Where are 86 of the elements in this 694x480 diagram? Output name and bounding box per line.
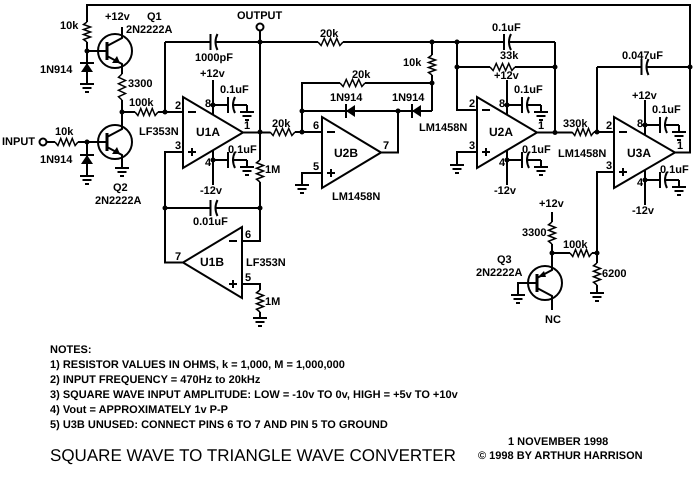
component-value: 3300 xyxy=(522,227,546,239)
component-label: Q1 xyxy=(147,11,162,23)
component-label: U2B xyxy=(334,146,358,160)
part-number: 1N914 xyxy=(392,92,424,104)
note-text: 5) U3B UNUSED: CONNECT PINS 6 TO 7 AND PIN 5 TO GROUND xyxy=(50,419,388,431)
pin-number: 4 xyxy=(205,157,212,169)
pin-number: 7 xyxy=(175,251,182,263)
component-value: 1M xyxy=(265,164,280,176)
pin-number: 7 xyxy=(383,140,390,152)
pin-number: 3 xyxy=(175,140,182,152)
component-value: 0.1uF xyxy=(514,84,543,96)
pin-number: 1 xyxy=(244,120,250,132)
component-label: U2A xyxy=(489,125,514,139)
pin-number: 4 xyxy=(637,177,644,189)
component-value: 1M xyxy=(265,296,280,308)
component-value: 100k xyxy=(563,239,588,251)
component-value: 100k xyxy=(129,97,154,109)
part-number: 2N2222A xyxy=(126,24,172,36)
part-number: LF353N xyxy=(139,126,179,138)
pin-number: 3 xyxy=(469,140,476,152)
component-label: U1B xyxy=(200,255,224,269)
part-number: LF353N xyxy=(246,257,286,269)
supply-label: -12v xyxy=(494,185,516,197)
supply-label: +12v xyxy=(200,68,225,80)
note-text: 1) RESISTOR VALUES IN OHMS, k = 1,000, M = 1,000,000 xyxy=(50,359,345,371)
pin-number: 8 xyxy=(205,98,212,110)
component-value: 1000pF xyxy=(195,52,233,64)
part-number: 2N2222A xyxy=(476,267,522,279)
component-value: 0.1uF xyxy=(660,164,689,176)
component-value: 10k xyxy=(55,126,74,138)
supply-label: +12v xyxy=(494,70,519,82)
component-value: 6200 xyxy=(602,268,626,280)
component-value: 20k xyxy=(352,69,370,81)
pin-number: 1 xyxy=(538,120,544,132)
part-number: LM1458N xyxy=(419,122,468,134)
pin-number: 6 xyxy=(245,229,252,241)
component-value: 0.1uF xyxy=(228,144,257,156)
part-number: 1N914 xyxy=(40,64,72,76)
component-value: 3300 xyxy=(128,78,152,90)
pin-number: 5 xyxy=(245,272,252,284)
pin-number: 2 xyxy=(469,98,476,110)
component-value: 0.1uF xyxy=(522,144,551,156)
component-value: 10k xyxy=(60,20,78,32)
note-text: 3) SQUARE WAVE INPUT AMPLITUDE: LOW = -10v TO 0v, HIGH = +5v TO +10v xyxy=(50,389,458,401)
component-value: 0.01uF xyxy=(193,216,228,228)
pin-number: 4 xyxy=(499,157,506,169)
note-text: 4) Vout = APPROXIMATELY 1v P-P xyxy=(50,404,228,416)
part-number: LM1458N xyxy=(332,191,380,203)
supply-label: +12v xyxy=(632,90,657,102)
pin-number: 2 xyxy=(175,100,182,112)
supply-label: -12v xyxy=(200,185,222,197)
component-value: 10k xyxy=(403,57,422,69)
copyright-text: © 1998 BY ARTHUR HARRISON xyxy=(478,450,643,462)
pin-number: 3 xyxy=(606,160,612,172)
supply-label: -12v xyxy=(632,205,654,217)
note-text: 2) INPUT FREQUENCY = 470Hz to 20kHz xyxy=(50,374,260,386)
component-label: Q2 xyxy=(113,182,128,194)
component-value: 20k xyxy=(320,28,338,40)
pin-number: 1 xyxy=(677,140,684,152)
pin-number: 2 xyxy=(606,120,612,132)
date-text: 1 NOVEMBER 1998 xyxy=(508,436,608,448)
part-number: 1N914 xyxy=(330,92,362,104)
pin-number: 8 xyxy=(637,118,644,130)
note-heading: NOTES: xyxy=(50,344,92,356)
component-value: 33k xyxy=(500,50,518,62)
part-number: 2N2222A xyxy=(95,195,142,207)
title: SQUARE WAVE TO TRIANGLE WAVE CONVERTER xyxy=(50,446,456,466)
component-value: 0.047uF xyxy=(622,50,663,62)
supply-label: +12v xyxy=(105,11,130,23)
part-number: 1N914 xyxy=(40,154,72,166)
component-value: 0.1uF xyxy=(492,22,521,34)
component-label: Q3 xyxy=(497,254,512,266)
component-label: U3A xyxy=(627,146,652,160)
pin-number: 6 xyxy=(313,120,320,132)
component-label: U1A xyxy=(196,125,220,139)
terminal-label: INPUT xyxy=(2,136,35,148)
pin-number: 8 xyxy=(499,98,506,110)
part-number: LM1458N xyxy=(558,148,606,160)
component-value: 0.1uF xyxy=(652,104,681,116)
terminal-label: OUTPUT xyxy=(237,10,282,22)
supply-label: +12v xyxy=(539,198,564,210)
component-value: 330k xyxy=(563,118,588,130)
pin-number: 5 xyxy=(313,161,320,173)
component-value: 20k xyxy=(272,118,290,130)
component-value: 0.1uF xyxy=(220,84,249,96)
terminal-label: NC xyxy=(545,314,561,326)
